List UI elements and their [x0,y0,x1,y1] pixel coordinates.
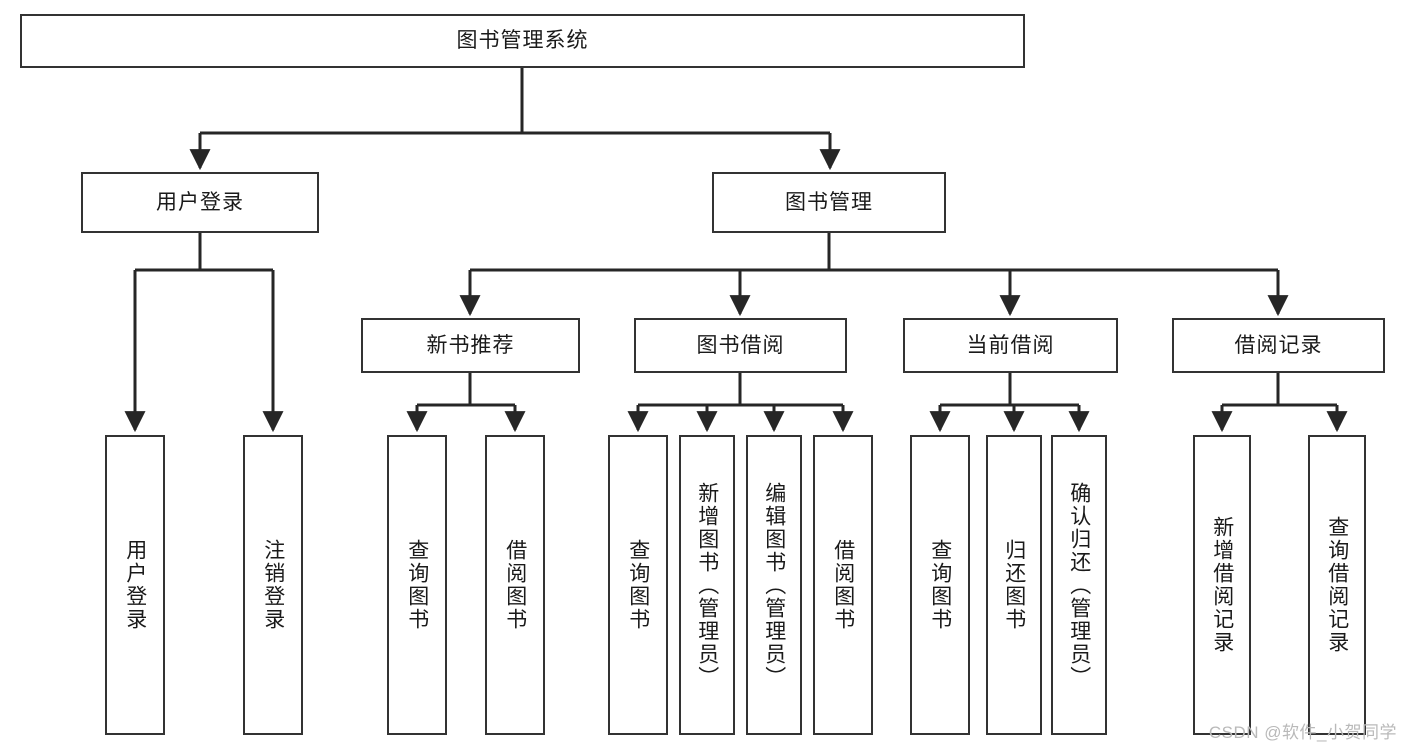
node-leaf-edit-book-admin[interactable]: 编辑图书（管理员） [746,435,802,735]
node-leaf-return-book[interactable]: 归还图书 [986,435,1042,735]
node-leaf-confirm-return-admin[interactable]: 确认归还（管理员） [1051,435,1107,735]
node-leaf-user-login-label: 用户登录 [123,539,147,631]
node-leaf-logout[interactable]: 注销登录 [243,435,303,735]
node-leaf-query-book-rec-label: 查询图书 [405,539,429,631]
node-book-manage-label: 图书管理 [785,190,873,214]
node-root-label: 图书管理系统 [456,29,589,53]
node-book-borrow-label: 图书借阅 [696,333,785,357]
node-borrow-record[interactable]: 借阅记录 [1172,318,1385,373]
node-leaf-logout-label: 注销登录 [261,539,285,631]
watermark: CSDN @软件_小贺同学 [1208,723,1397,742]
node-new-book-recommend[interactable]: 新书推荐 [361,318,580,373]
node-leaf-add-borrow-record-label: 新增借阅记录 [1210,516,1234,654]
node-leaf-query-book-borrow[interactable]: 查询图书 [608,435,668,735]
node-leaf-query-book-current[interactable]: 查询图书 [910,435,970,735]
node-borrow-record-label: 借阅记录 [1234,333,1323,357]
node-user-login[interactable]: 用户登录 [81,172,319,233]
node-leaf-add-borrow-record[interactable]: 新增借阅记录 [1193,435,1251,735]
node-leaf-return-book-label: 归还图书 [1002,539,1026,631]
node-leaf-query-borrow-record-label: 查询借阅记录 [1325,516,1349,654]
node-book-manage[interactable]: 图书管理 [712,172,946,233]
node-leaf-confirm-return-admin-label: 确认归还（管理员） [1067,481,1091,689]
node-leaf-borrow-book-label: 借阅图书 [831,539,855,631]
node-root[interactable]: 图书管理系统 [20,14,1025,68]
node-book-borrow[interactable]: 图书借阅 [634,318,847,373]
node-user-login-label: 用户登录 [156,190,244,214]
node-leaf-query-book-current-label: 查询图书 [928,539,952,631]
node-leaf-borrow-book-rec[interactable]: 借阅图书 [485,435,545,735]
node-new-book-recommend-label: 新书推荐 [426,333,515,357]
node-leaf-borrow-book[interactable]: 借阅图书 [813,435,873,735]
node-leaf-query-book-rec[interactable]: 查询图书 [387,435,447,735]
node-current-borrow[interactable]: 当前借阅 [903,318,1118,373]
node-leaf-add-book-admin-label: 新增图书（管理员） [695,481,719,689]
node-leaf-query-borrow-record[interactable]: 查询借阅记录 [1308,435,1366,735]
node-leaf-edit-book-admin-label: 编辑图书（管理员） [762,481,786,689]
node-leaf-user-login[interactable]: 用户登录 [105,435,165,735]
node-leaf-query-book-borrow-label: 查询图书 [626,539,650,631]
node-leaf-borrow-book-rec-label: 借阅图书 [503,539,527,631]
node-leaf-add-book-admin[interactable]: 新增图书（管理员） [679,435,735,735]
node-current-borrow-label: 当前借阅 [966,333,1055,357]
